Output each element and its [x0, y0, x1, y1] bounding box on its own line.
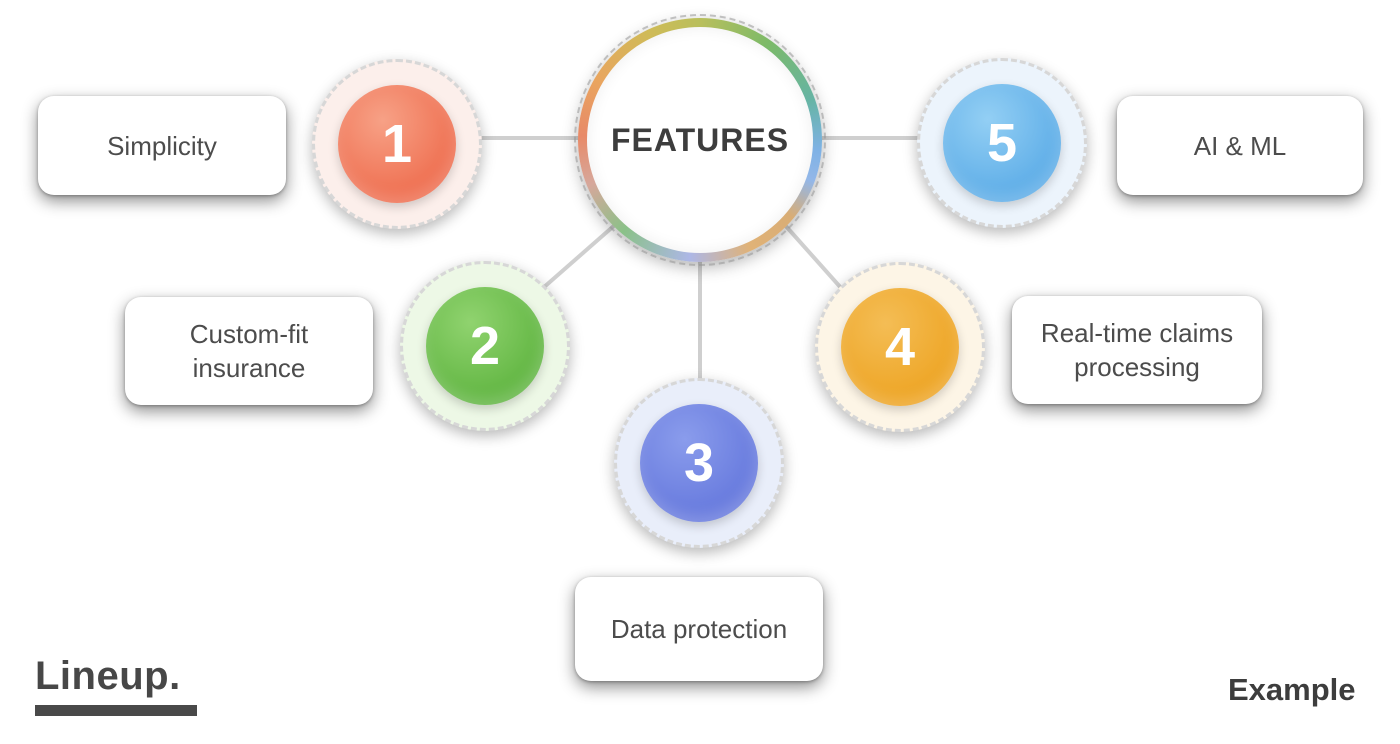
node-5-number: 5 [986, 113, 1018, 173]
node-4-ring: 4 [815, 262, 985, 432]
label-box-ai-ml: AI & ML [1117, 96, 1363, 195]
node-3-ring: 3 [614, 378, 784, 548]
node-2-circle: 2 [426, 287, 544, 405]
node-3-number: 3 [683, 433, 715, 493]
node-4-circle: 4 [841, 288, 959, 406]
logo-underline-bar [35, 705, 197, 716]
connector-line-4 [782, 222, 844, 291]
label-text-realtime-claims: Real-time claims processing [1040, 318, 1234, 382]
node-2-ring: 2 [400, 261, 570, 431]
node-4-number: 4 [884, 317, 916, 377]
node-5-circle: 5 [943, 84, 1061, 202]
label-box-custom-fit-insurance: Custom-fit insurance [125, 297, 373, 405]
logo-wordmark: Lineup. [35, 654, 181, 698]
logo: Lineup. [35, 654, 197, 716]
label-box-realtime-claims: Real-time claims processing [1012, 296, 1262, 404]
label-box-data-protection: Data protection [575, 577, 823, 681]
connector-line-2 [541, 222, 618, 290]
node-3-circle: 3 [640, 404, 758, 522]
label-text-ai-ml: AI & ML [1193, 130, 1287, 161]
label-box-simplicity: Simplicity [38, 96, 286, 195]
node-1-number: 1 [381, 114, 413, 174]
label-text-custom-fit-insurance: Custom-fit insurance [189, 319, 309, 383]
watermark-text: Example [1228, 672, 1356, 707]
features-hub-inner: FEATURES [587, 27, 813, 253]
label-text-data-protection: Data protection [610, 614, 788, 644]
node-1-ring: 1 [312, 59, 482, 229]
node-2-number: 2 [469, 316, 501, 376]
node-5-ring: 5 [917, 58, 1087, 228]
node-1-circle: 1 [338, 85, 456, 203]
features-hub-circle: FEATURES [574, 14, 826, 266]
label-text-simplicity: Simplicity [107, 130, 217, 161]
hub-title: FEATURES [610, 121, 790, 158]
